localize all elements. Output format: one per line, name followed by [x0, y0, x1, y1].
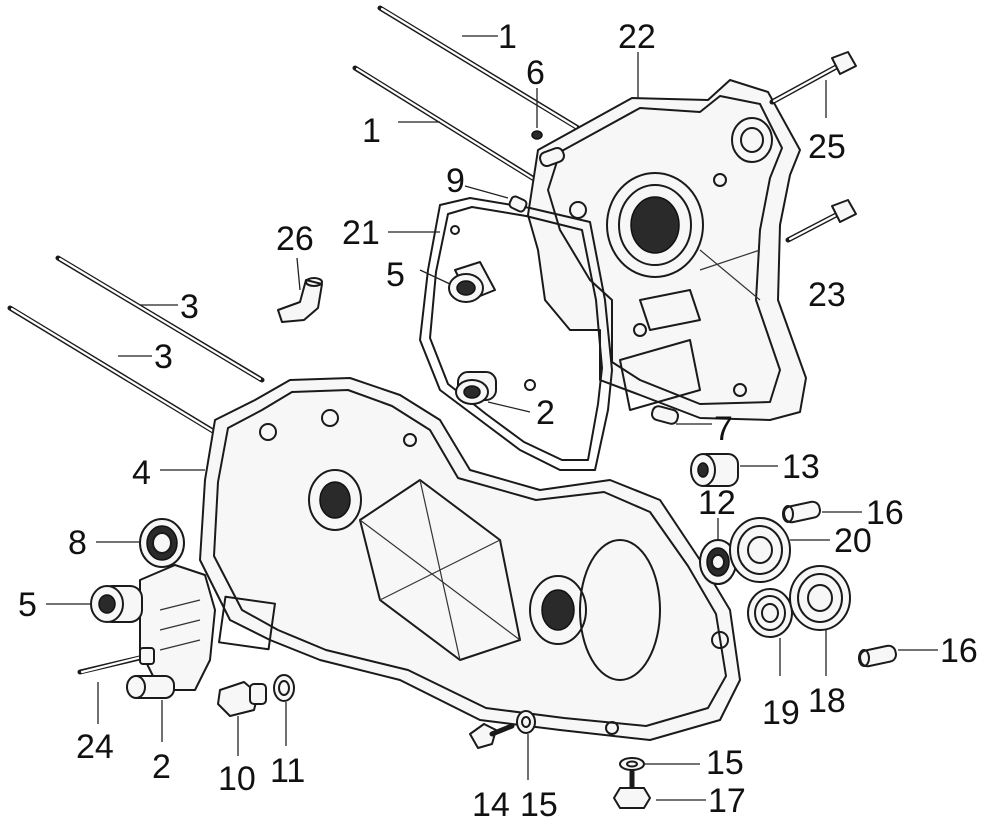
- callout-7: 7: [714, 410, 733, 448]
- callout-21: 21: [342, 214, 380, 252]
- dowel-pin-7: [650, 405, 680, 425]
- callout-1-top: 1: [498, 18, 517, 56]
- callout-5-upper: 5: [386, 256, 405, 294]
- callout-14: 14: [472, 786, 510, 824]
- stud-bolt-upper-2: [352, 65, 563, 198]
- callout-12: 12: [698, 484, 736, 522]
- dowel-bushing-2-upper: [455, 371, 497, 405]
- callout-24: 24: [76, 728, 114, 766]
- pin-6: [531, 130, 543, 140]
- dowel-pin-top: [539, 147, 565, 167]
- callout-19: 19: [762, 694, 800, 732]
- bolt-24: [77, 647, 155, 675]
- dowel-pin-16-lower: [858, 644, 897, 668]
- callout-23: 23: [808, 276, 846, 314]
- bushing-13: [690, 453, 739, 487]
- stud-bolt-lower-2: [7, 305, 221, 437]
- oil-seal-8: [139, 518, 185, 568]
- stud-bolt-lower-1: [55, 255, 265, 383]
- bolt-25: [769, 51, 857, 105]
- callout-25: 25: [808, 128, 846, 166]
- callout-11: 11: [270, 752, 305, 790]
- screw-14: [469, 723, 515, 749]
- callout-20: 20: [834, 522, 872, 560]
- washer-15-left: [516, 710, 536, 734]
- drain-screw-17: [613, 769, 651, 809]
- crankcase-gasket: [419, 197, 613, 471]
- callout-17: 17: [708, 782, 746, 820]
- bushing-5-lower: [90, 585, 143, 623]
- callout-8: 8: [68, 524, 87, 562]
- callout-10: 10: [218, 760, 256, 798]
- sealing-washer-11: [273, 674, 295, 702]
- callout-16-lower: 16: [940, 632, 978, 670]
- callout-15-left: 15: [520, 786, 558, 824]
- oil-seal-12: [699, 539, 737, 585]
- elbow-fitting-26: [277, 277, 323, 323]
- callout-13: 13: [782, 448, 820, 486]
- callout-16-upper: 16: [866, 494, 904, 532]
- callout-3-upper: 3: [180, 288, 199, 326]
- callout-9: 9: [446, 162, 465, 200]
- callout-4: 4: [132, 454, 151, 492]
- callout-labels: 1 1 2 2 3 3 4 5 5 6 7 8 9 10 11 12 13 14…: [18, 18, 978, 824]
- callout-6: 6: [526, 54, 545, 92]
- callout-22: 22: [618, 18, 656, 56]
- callout-18: 18: [808, 682, 846, 720]
- dowel-bushing-2-lower: [126, 675, 175, 699]
- washer-15-bottom: [619, 757, 645, 771]
- bolt-23: [785, 199, 857, 243]
- stud-bolt-upper-1: [377, 5, 581, 131]
- callout-2-gasket: 2: [536, 394, 555, 432]
- leader-lines: [46, 35, 938, 801]
- callout-26: 26: [276, 220, 314, 258]
- callout-2-bottom: 2: [152, 748, 171, 786]
- dowel-pin-16-upper: [782, 500, 821, 524]
- callout-15-right: 15: [706, 744, 744, 782]
- right-crankcase-half: [527, 79, 807, 421]
- bearing-20: [729, 517, 791, 583]
- callout-3-lower: 3: [154, 338, 173, 376]
- callout-5-lower: 5: [18, 586, 37, 624]
- pin-9: [508, 195, 528, 213]
- left-crankcase-half: [199, 377, 741, 741]
- bushing-upper: [448, 261, 496, 303]
- drain-plug-10: [217, 681, 267, 717]
- callout-1-mid: 1: [362, 112, 381, 150]
- bearing-18: [789, 565, 851, 631]
- bearing-19: [747, 588, 793, 638]
